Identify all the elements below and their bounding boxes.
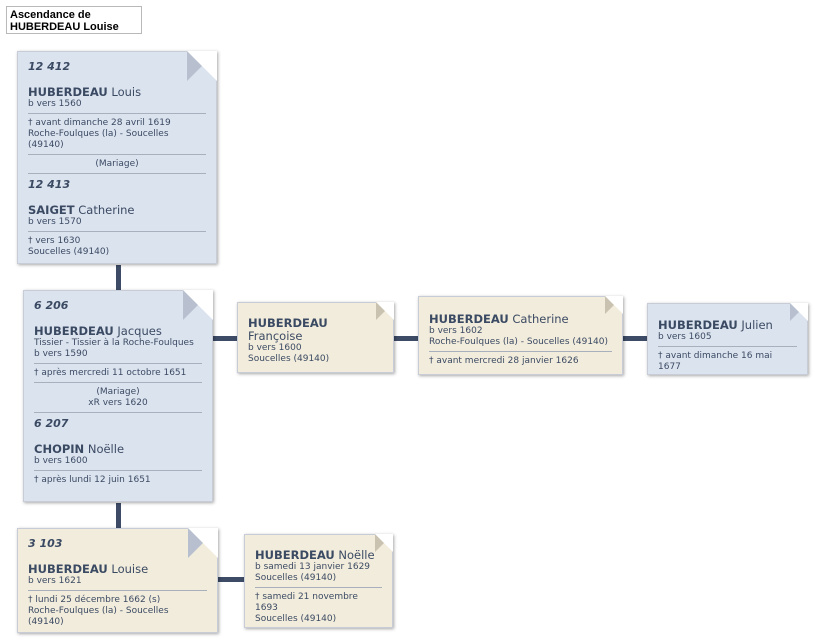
person-name[interactable]: HUBERDEAU Louise — [28, 562, 149, 576]
connector-catherine-to-julien — [623, 336, 647, 341]
marriage-label: (Mariage) — [95, 159, 139, 169]
person-name[interactable]: HUBERDEAU Louis — [28, 85, 142, 99]
divider — [429, 351, 612, 352]
death-place: Roche-Foulques (la) - Soucelles (49140) — [28, 129, 169, 150]
title-line-2: HUBERDEAU Louise — [10, 21, 119, 33]
occupation-info: Tissier - Tissier à la Roche-Foulques — [34, 338, 194, 348]
connector-couple1-to-jacques — [116, 265, 121, 290]
birth-info: b vers 1605 — [658, 332, 712, 342]
sosa-number: 12 412 — [28, 60, 71, 73]
person-card-francoise[interactable]: HUBERDEAU Françoise b vers 1600 Soucelle… — [237, 302, 394, 373]
person-card-louise[interactable]: 3 103 HUBERDEAU Louise b vers 1621 † lun… — [17, 528, 218, 633]
divider — [34, 470, 202, 471]
divider — [28, 173, 206, 174]
divider — [255, 587, 382, 588]
death-info: † lundi 25 décembre 1662 (s) — [28, 595, 161, 605]
marriage-label: (Mariage) — [96, 387, 140, 397]
birth-place: Roche-Foulques (la) - Soucelles (49140) — [429, 337, 609, 347]
page-title: Ascendance de HUBERDEAU Louise — [6, 6, 142, 34]
couple-card-huberdeau-saiget[interactable]: 12 412 HUBERDEAU Louis b vers 1560 † ava… — [17, 51, 217, 264]
divider — [658, 346, 797, 347]
birth-place: Soucelles (49140) — [255, 573, 337, 583]
birth-info: b vers 1590 — [34, 349, 88, 359]
death-info: † avant dimanche 28 avril 1619 — [28, 118, 171, 128]
divider — [28, 590, 207, 591]
person-card-catherine[interactable]: HUBERDEAU Catherine b vers 1602 Roche-Fo… — [418, 296, 623, 375]
sosa-number: 6 206 — [34, 299, 69, 312]
birth-place: Soucelles (49140) — [248, 354, 330, 364]
sosa-number: 12 413 — [28, 178, 71, 191]
death-info: † vers 1630 — [28, 236, 81, 246]
sosa-number: 3 103 — [28, 537, 63, 550]
birth-info: b vers 1600 — [34, 456, 88, 466]
person-card-noelle[interactable]: HUBERDEAU Noëlle b samedi 13 janvier 162… — [244, 534, 393, 628]
birth-info: b vers 1570 — [28, 217, 82, 227]
divider — [28, 231, 206, 232]
birth-info: b vers 1602 — [429, 326, 483, 336]
divider — [28, 113, 206, 114]
title-line-1: Ascendance de — [10, 9, 91, 21]
birth-info: b samedi 13 janvier 1629 — [255, 562, 371, 572]
death-info: † avant dimanche 16 mai 1677 — [658, 351, 773, 372]
marriage-detail: xR vers 1620 — [88, 398, 148, 408]
connector-couple2-to-louise — [116, 503, 121, 528]
sosa-number: 6 207 — [34, 417, 69, 430]
couple-card-huberdeau-chopin[interactable]: 6 206 HUBERDEAU Jacques Tissier - Tissie… — [23, 290, 213, 502]
birth-info: b vers 1560 — [28, 99, 82, 109]
death-place: Soucelles (49140) — [28, 247, 110, 257]
person-card-julien[interactable]: HUBERDEAU Julien b vers 1605 † avant dim… — [647, 303, 808, 375]
death-info: † après lundi 12 juin 1651 — [34, 475, 151, 485]
divider — [34, 363, 202, 364]
person-name[interactable]: HUBERDEAU Noëlle — [255, 548, 375, 562]
death-info: † après mercredi 11 octobre 1651 — [34, 368, 187, 378]
person-name[interactable]: HUBERDEAU Catherine — [429, 312, 569, 326]
death-place: Soucelles (49140) — [255, 614, 337, 624]
divider — [28, 154, 206, 155]
connector-louise-to-noelle — [218, 577, 244, 582]
death-info: † avant mercredi 28 janvier 1626 — [429, 356, 579, 366]
death-place: Roche-Foulques (la) - Soucelles (49140) — [28, 606, 169, 627]
birth-info: b vers 1600 — [248, 343, 302, 353]
person-name[interactable]: HUBERDEAU Julien — [658, 318, 773, 332]
connector-francoise-to-catherine — [394, 336, 418, 341]
divider — [34, 412, 202, 413]
birth-info: b vers 1621 — [28, 576, 82, 586]
person-name[interactable]: HUBERDEAU Françoise — [248, 316, 328, 343]
death-info: † samedi 21 novembre 1693 — [255, 592, 358, 613]
person-name[interactable]: CHOPIN Noëlle — [34, 442, 125, 456]
person-name[interactable]: HUBERDEAU Jacques — [34, 324, 162, 338]
person-name[interactable]: SAIGET Catherine — [28, 203, 135, 217]
connector-jacques-to-francoise — [213, 336, 237, 341]
divider — [34, 382, 202, 383]
